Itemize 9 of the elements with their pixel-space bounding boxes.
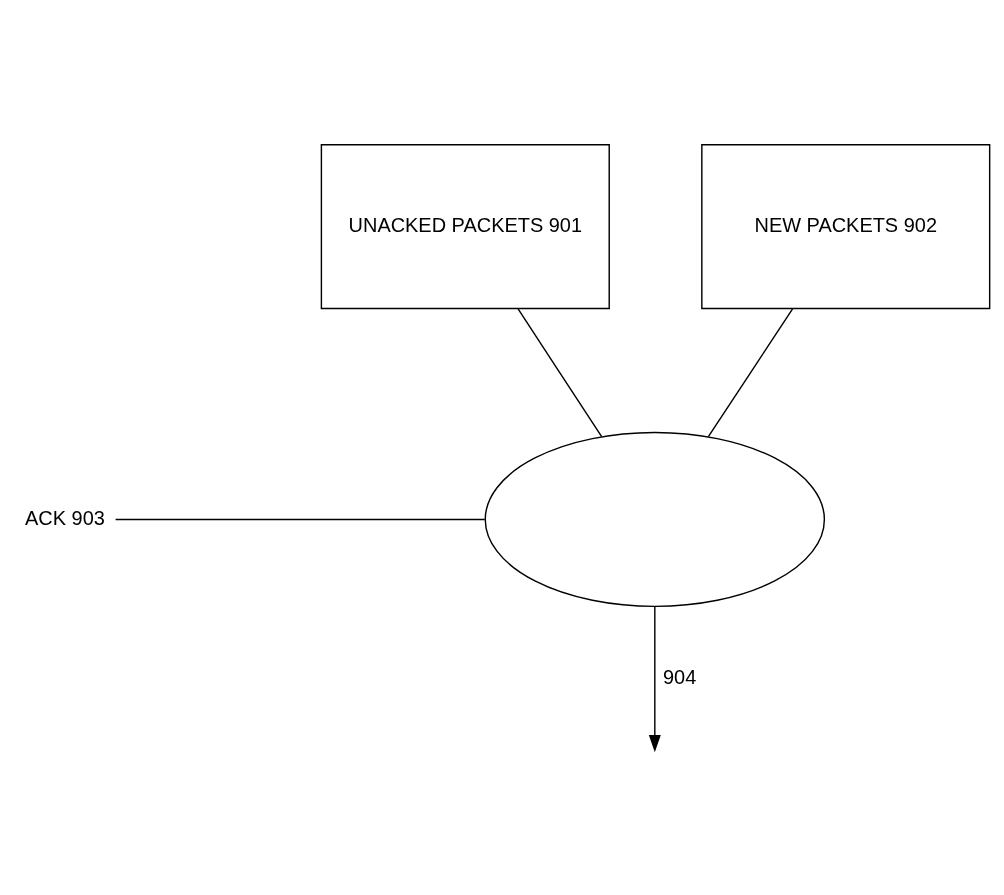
connector (707, 307, 794, 437)
node-box: UNACKED PACKETS 901 (320, 143, 610, 309)
node-box: NEW PACKETS 902 (701, 143, 991, 309)
node-ellipse (484, 431, 826, 607)
edge-label: 904 (663, 665, 697, 688)
connector (114, 518, 486, 520)
connector (517, 307, 603, 437)
node-text: ACK 903 (25, 506, 105, 529)
arrow (648, 605, 661, 752)
